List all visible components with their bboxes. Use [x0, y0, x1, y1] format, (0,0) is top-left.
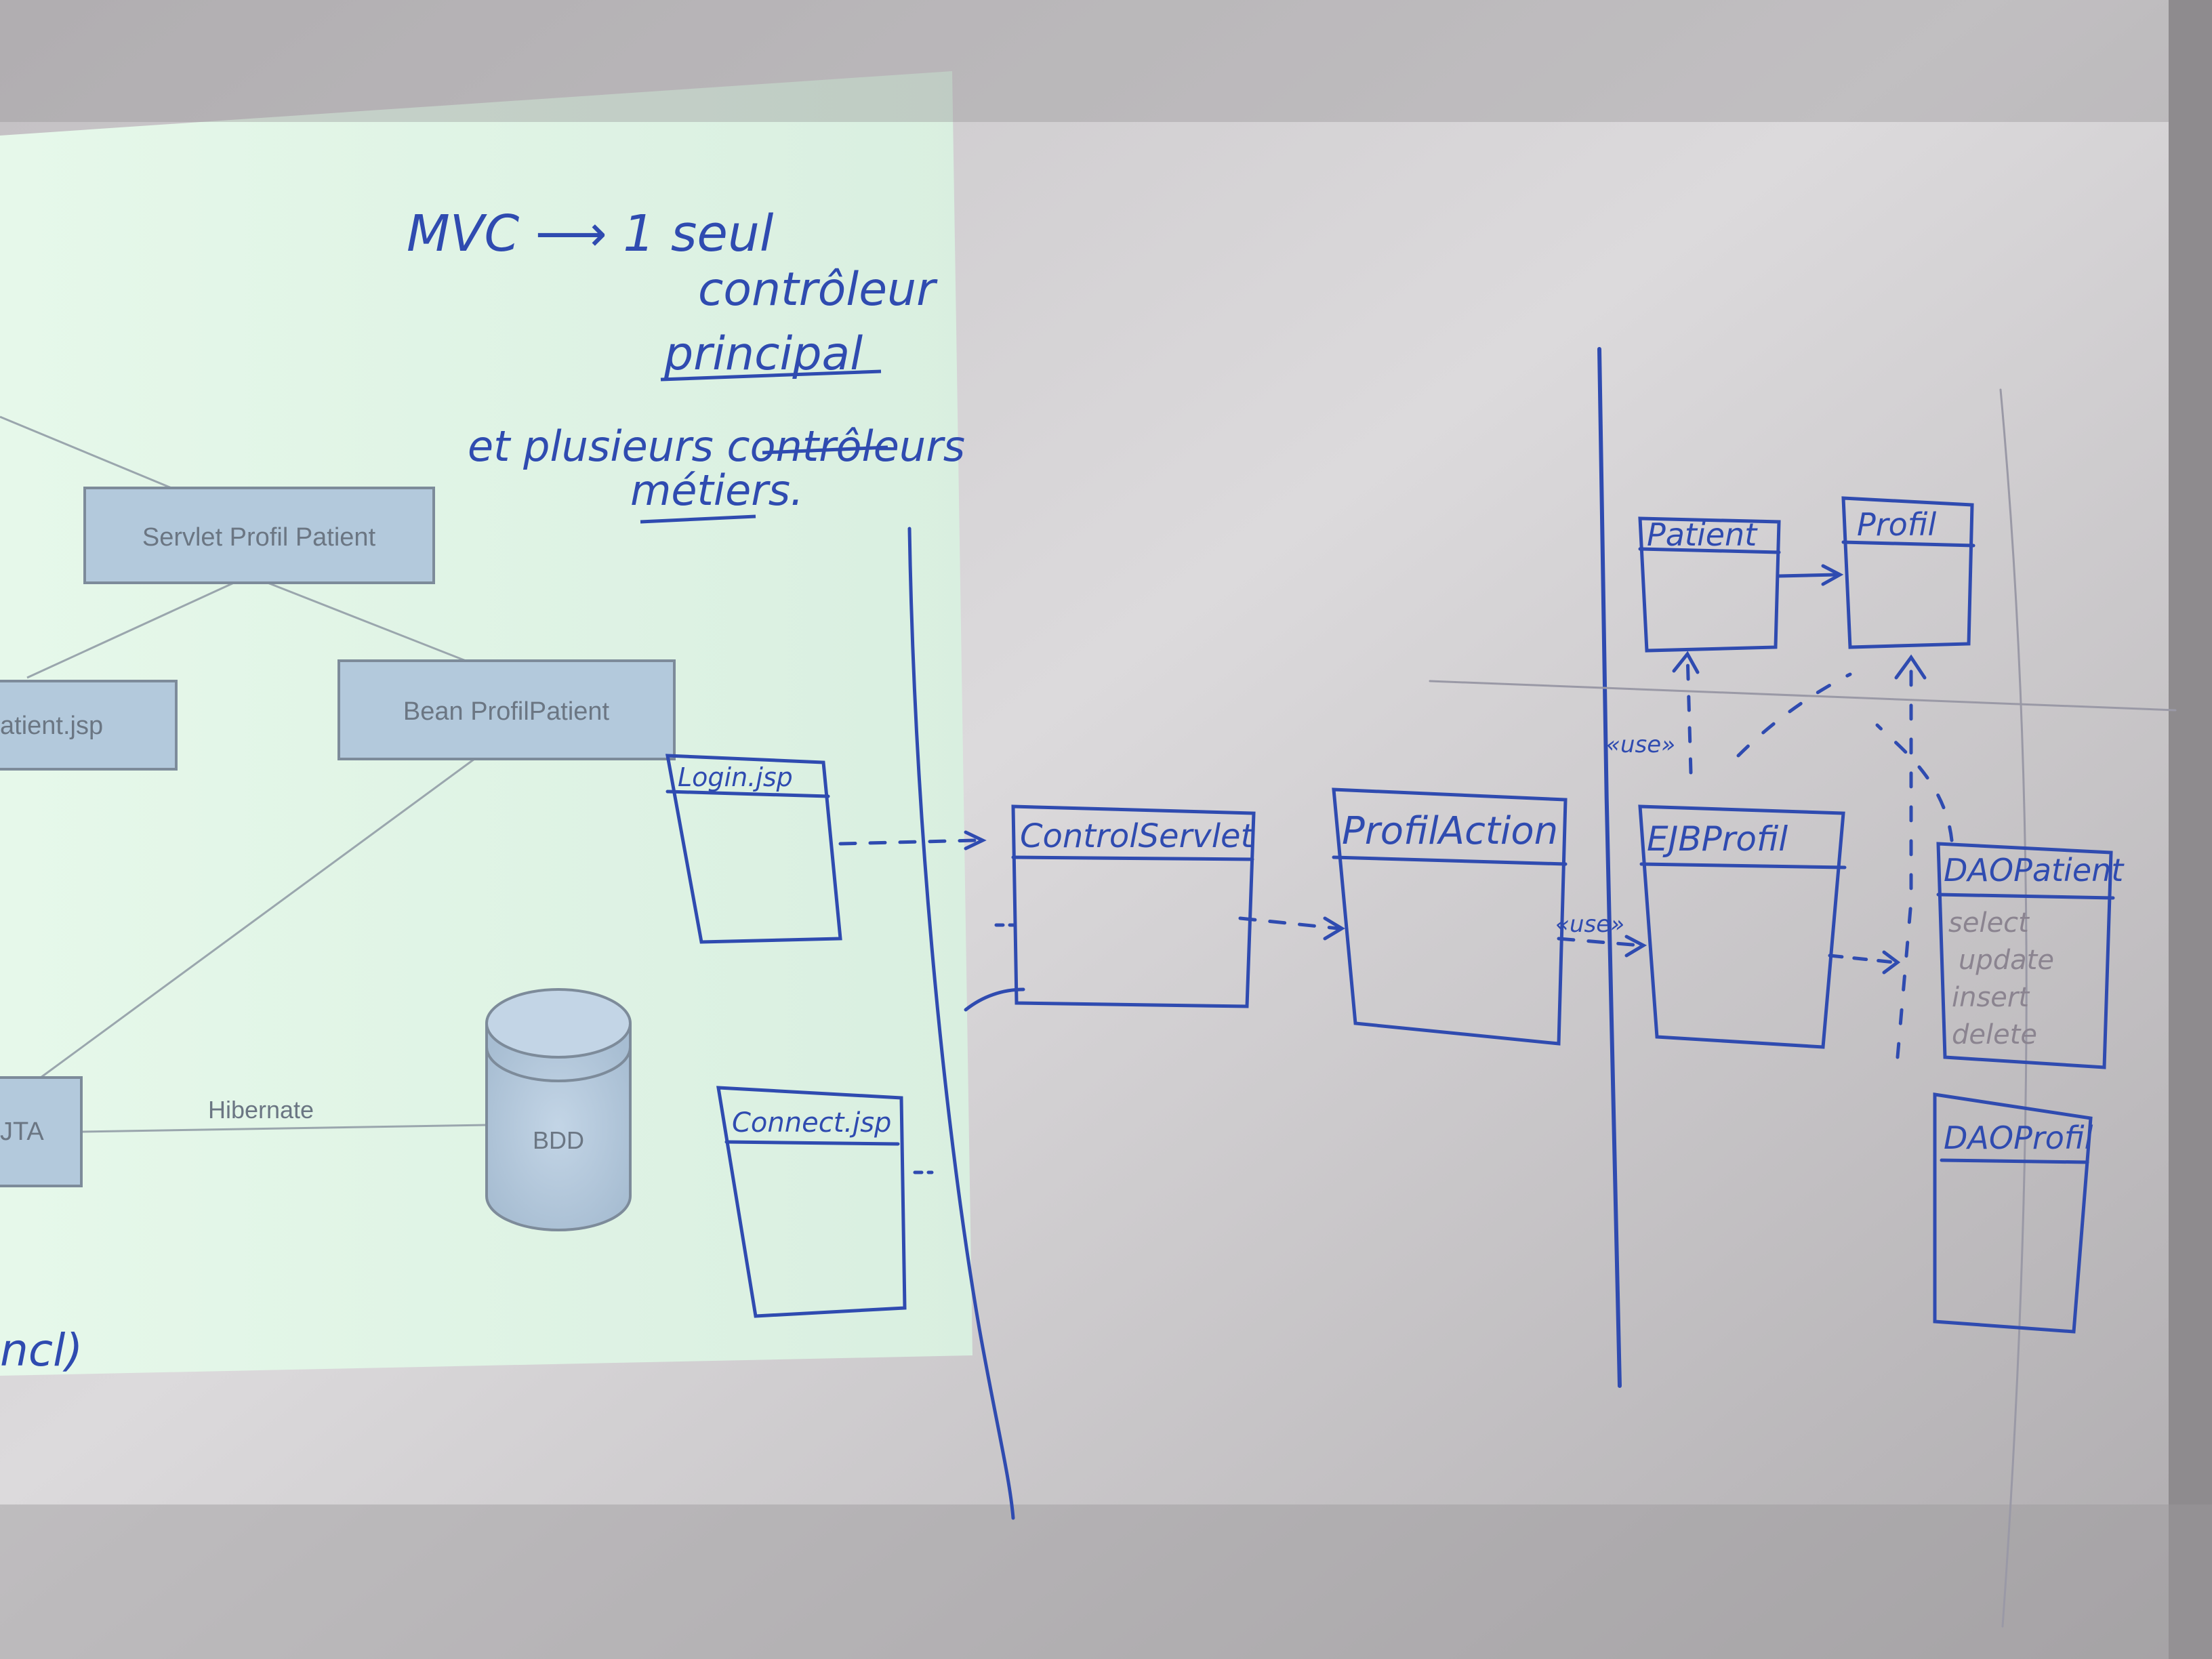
label-use-stereotype-2: «use» [1606, 731, 1675, 758]
label-dao-patient: DAOPatient [1944, 852, 2125, 888]
slide-box-jta: JTA [0, 1076, 83, 1187]
label-profil-entity: Profil [1857, 506, 1937, 543]
sql-select: select [1948, 907, 2030, 939]
box-profil-action: ProfilAction [1332, 787, 1568, 1046]
bottom-shadow [0, 1504, 2212, 1659]
slide-box-bean-label: Bean ProfilPatient [403, 697, 610, 726]
note-line-5: métiers. [630, 466, 804, 515]
note-line-2: contrôleur [698, 263, 938, 316]
label-use-stereotype: «use» [1555, 911, 1624, 938]
box-login-jsp: Login.jsp [665, 754, 842, 944]
sql-update: update [1959, 945, 2054, 976]
arrows [838, 564, 1954, 1174]
sql-insert: insert [1952, 982, 2030, 1013]
slide-box-servlet: Servlet Profil Patient [83, 487, 435, 584]
note-line-4: et plusieurs contrôleurs [468, 422, 965, 471]
slide-box-bean: Bean ProfilPatient [337, 659, 676, 760]
handwritten-note: MVC ⟶ 1 seul contrôleur principal et plu… [0, 205, 965, 1376]
label-patient-entity: Patient [1647, 516, 1758, 553]
label-login-jsp: Login.jsp [678, 762, 793, 792]
label-ejb-profil: EJBProfil [1647, 819, 1788, 859]
faint-vertical-line [1999, 388, 2028, 1628]
box-patient-entity: Patient [1638, 516, 1781, 653]
slide-box-jsp-label: atient.jsp [0, 712, 103, 740]
box-control-servlet: ControlServlet [1011, 804, 1256, 1008]
slide-database-cylinder: BDD [485, 988, 632, 1231]
boundary-line-right [1597, 347, 1622, 1388]
slide-box-servlet-label: Servlet Profil Patient [142, 523, 376, 552]
box-dao-profil: DAOProfil [1933, 1092, 2093, 1334]
label-profil-action: ProfilAction [1342, 809, 1558, 853]
note-line-1: MVC ⟶ 1 seul [407, 205, 774, 263]
projected-slide: Servlet Profil Patient atient.jsp Bean P… [0, 71, 972, 1376]
faint-horizontal-line [1429, 680, 2177, 712]
box-dao-patient: DAOPatient select update insert delete [1936, 842, 2125, 1069]
slide-box-jta-label: JTA [0, 1118, 44, 1146]
sql-delete: delete [1952, 1019, 2037, 1050]
boundary-line-left [907, 527, 1015, 1520]
slide-bdd-label: BDD [533, 1126, 584, 1154]
label-connect-jsp: Connect.jsp [732, 1107, 891, 1139]
whiteboard-frame [2169, 0, 2212, 1659]
note-bottom-left: ncl) [0, 1324, 83, 1376]
box-connect-jsp: Connect.jsp [716, 1086, 907, 1318]
label-dao-profil: DAOProfil [1944, 1120, 2093, 1156]
box-profil-entity: Profil [1841, 496, 1975, 649]
box-ejb-profil: EJBProfil [1638, 804, 1847, 1049]
lighting-overlay [0, 0, 2212, 122]
slide-hibernate-label: Hibernate [208, 1096, 314, 1124]
slide-box-jsp: atient.jsp [0, 680, 178, 771]
hand-drawn-diagram: Login.jsp Connect.jsp ControlServlet Pro… [665, 347, 2177, 1628]
label-control-servlet: ControlServlet [1020, 817, 1255, 855]
